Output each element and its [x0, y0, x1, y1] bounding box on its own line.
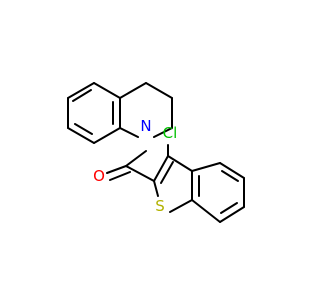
oxygen-atom-label: O	[93, 167, 105, 185]
double-bond	[220, 202, 238, 214]
bond	[153, 180, 159, 197]
bond	[219, 206, 245, 223]
double-bond	[74, 123, 93, 135]
tetrahydro-ring	[119, 82, 173, 138]
nitrogen-atom-label: N	[140, 117, 151, 135]
amide-linkage	[106, 150, 155, 182]
bond	[169, 199, 193, 213]
bond	[93, 127, 121, 144]
bond	[153, 155, 169, 182]
molecule-structure: N O S Cl	[67, 82, 245, 223]
double-bond	[221, 170, 239, 182]
bond	[119, 82, 147, 99]
thiophene-ring	[153, 144, 193, 213]
double-bond	[160, 161, 174, 184]
sulfur-atom-label: S	[155, 197, 165, 215]
double-bond	[72, 89, 92, 102]
bond	[191, 199, 221, 223]
bond	[191, 162, 221, 172]
bond	[67, 127, 95, 144]
chlorine-atom-label: Cl	[163, 124, 178, 142]
double-bond	[106, 165, 127, 174]
quinoline-benzene-ring	[67, 82, 121, 144]
bond	[93, 82, 121, 99]
bond	[145, 82, 173, 99]
bond	[125, 165, 155, 182]
bond	[219, 162, 245, 179]
double-bond	[109, 171, 131, 181]
bond	[153, 127, 173, 138]
bond	[167, 155, 193, 172]
bond	[125, 150, 147, 167]
bond	[119, 127, 139, 138]
bond	[67, 82, 95, 99]
benzothiophene-benzene-ring	[191, 162, 245, 223]
